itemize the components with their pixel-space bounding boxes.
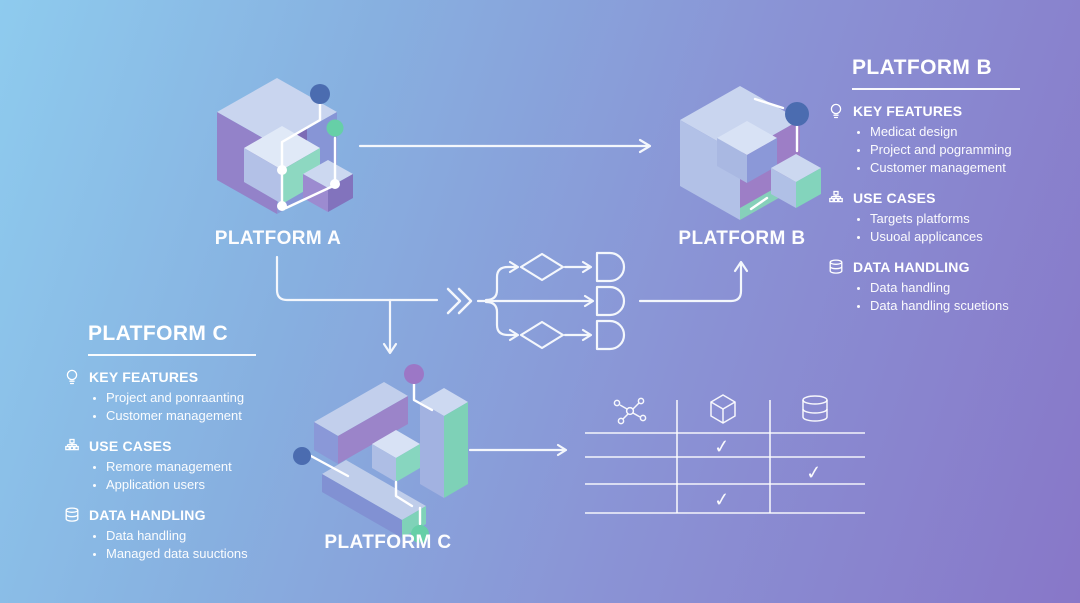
list-item: Application users — [106, 476, 272, 494]
node-dot-teal — [326, 119, 344, 137]
platform-b-label: PLATFORM B — [678, 228, 806, 249]
lightbulb-icon — [62, 367, 81, 386]
cube-icon — [710, 394, 736, 424]
flow-branch — [476, 260, 595, 342]
data-handling-list: Data handling Managed data suuctions — [62, 527, 272, 563]
arrow-c-to-table — [468, 443, 568, 457]
check-mark: ✓ — [712, 489, 731, 512]
node-dot-dark-blue — [310, 84, 330, 104]
database-icon — [802, 395, 828, 422]
hierarchy-icon — [826, 188, 845, 207]
platform-b-illustration — [680, 86, 821, 220]
platform-c-label: PLATFORM C — [324, 532, 452, 553]
node-dot-purple — [404, 364, 424, 384]
network-icon — [613, 397, 647, 425]
list-item: Managed data suuctions — [106, 545, 272, 563]
node-dot-dark-blue — [293, 447, 311, 465]
process-node-middle — [595, 285, 626, 317]
database-icon — [62, 505, 81, 524]
use-cases-list: Remore management Application users — [62, 458, 272, 494]
platform-a-label: PLATFORM A — [214, 228, 342, 249]
process-node-bottom — [595, 319, 626, 351]
double-chevron-icon — [446, 287, 473, 315]
key-features-list: Medicat design Project and pogramming Cu… — [826, 123, 1036, 177]
platform-a-illustration — [217, 78, 353, 214]
decision-diamond-top — [519, 252, 565, 282]
data-handling-section: DATA HANDLING — [62, 505, 272, 524]
hierarchy-icon — [62, 436, 81, 455]
decision-diamond-bottom — [519, 320, 565, 350]
arrow-to-platform-b — [638, 260, 749, 303]
list-item: Usuoal applicances — [870, 228, 1036, 246]
connector-a-split — [275, 255, 439, 355]
data-handling-section: DATA HANDLING — [826, 257, 1036, 276]
platform-c-panel: PLATFORM C KEY FEATURES Project and ponr… — [62, 322, 272, 563]
process-node-top — [595, 251, 626, 283]
list-item: Remore management — [106, 458, 272, 476]
key-features-section: KEY FEATURES — [62, 367, 272, 386]
use-cases-list: Targets platforms Usuoal applicances — [826, 210, 1036, 246]
list-item: Customer management — [106, 407, 272, 425]
key-features-list: Project and ponraanting Customer managem… — [62, 389, 272, 425]
database-icon — [826, 257, 845, 276]
key-features-section: KEY FEATURES — [826, 101, 1036, 120]
panel-c-title: PLATFORM C — [88, 322, 256, 356]
list-item: Project and ponraanting — [106, 389, 272, 407]
platform-c-illustration — [293, 364, 468, 543]
list-item: Data handling — [106, 527, 272, 545]
arrow-a-to-b — [358, 138, 652, 154]
use-cases-section: USE CASES — [62, 436, 272, 455]
list-item: Customer management — [870, 159, 1036, 177]
list-item: Targets platforms — [870, 210, 1036, 228]
panel-b-title: PLATFORM B — [852, 56, 1020, 90]
check-mark: ✓ — [712, 436, 731, 459]
list-item: Medicat design — [870, 123, 1036, 141]
check-mark: ✓ — [804, 462, 823, 485]
node-dot-teal — [411, 525, 429, 543]
data-handling-list: Data handling Data handling scuetions — [826, 279, 1036, 315]
node-dot-dark-blue — [785, 102, 809, 126]
list-item: Project and pogramming — [870, 141, 1036, 159]
list-item: Data handling scuetions — [870, 297, 1036, 315]
list-item: Data handling — [870, 279, 1036, 297]
platform-b-panel: PLATFORM B KEY FEATURES Medicat design P… — [826, 56, 1036, 315]
lightbulb-icon — [826, 101, 845, 120]
use-cases-section: USE CASES — [826, 188, 1036, 207]
